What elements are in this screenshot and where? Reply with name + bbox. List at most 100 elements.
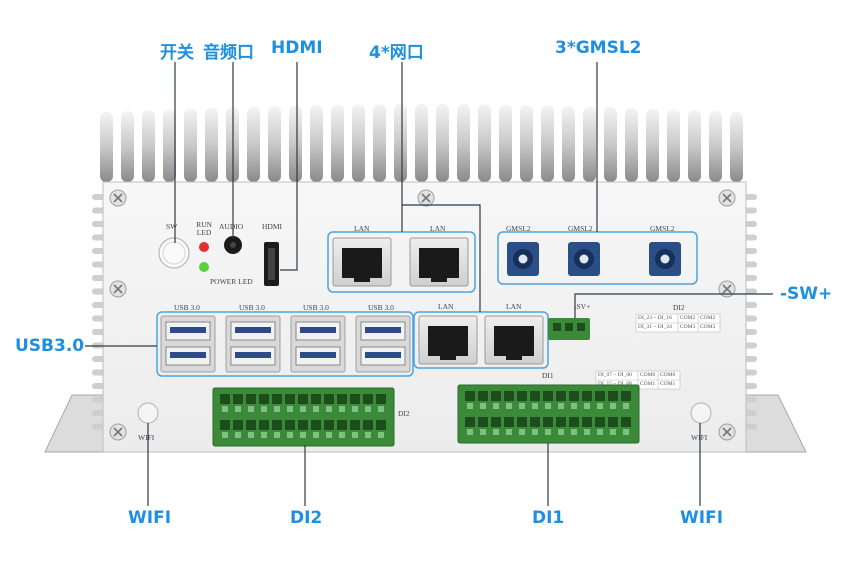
terminal-slot [532, 403, 538, 409]
terminal-screw [376, 394, 386, 404]
heatsink-fin [730, 112, 743, 182]
callout-switch: 开关 [160, 43, 194, 63]
screw-slot [421, 193, 431, 203]
usb-tongue [235, 327, 271, 333]
heatsink-fin [604, 107, 617, 182]
terminal-screw [259, 394, 269, 404]
terminal-screw [220, 420, 230, 430]
terminal-screw [246, 394, 256, 404]
terminal-slot [545, 403, 551, 409]
terminal-screw [363, 420, 373, 430]
label-run-led: RUN LED [196, 220, 212, 237]
terminal-screw [621, 417, 631, 427]
heatsink-fin [121, 111, 134, 182]
rj45-socket [494, 326, 534, 356]
screw-slot [113, 284, 123, 294]
sw-leader [574, 293, 773, 318]
terminal-screw [556, 391, 566, 401]
callout-di2: DI2 [290, 508, 323, 528]
heatsink-fin [583, 106, 596, 182]
terminal-screw [220, 394, 230, 404]
terminal-slot [261, 432, 267, 438]
terminal-screw [556, 417, 566, 427]
heatsink-fin [646, 108, 659, 182]
di1-terminal-block[interactable] [457, 384, 640, 444]
terminal-slot [597, 429, 603, 435]
terminal-screw [298, 394, 308, 404]
usb-ports [160, 315, 411, 373]
terminal-slot [623, 403, 629, 409]
terminal-screw [272, 420, 282, 430]
terminal-screw [569, 391, 579, 401]
label-di2-terminal: DI2 [398, 409, 410, 418]
heatsink-fin [100, 112, 113, 182]
di1-table-r2-c1: DI_15 ~ DI_08 [598, 381, 632, 387]
label-lan-1: LAN [354, 224, 370, 233]
rj45-socket [428, 326, 468, 356]
label-di1-panel: DI1 [542, 371, 554, 380]
terminal-slot [274, 432, 280, 438]
terminal-slot [339, 406, 345, 412]
hdmi-port-inner [268, 248, 275, 280]
sv-pin [577, 323, 585, 331]
rj45-latch [354, 276, 370, 282]
terminal-slot [378, 432, 384, 438]
terminal-screw [311, 394, 321, 404]
heatsink-fin [457, 104, 470, 182]
hdmi-leader [280, 62, 298, 271]
heatsink-fin [499, 104, 512, 182]
terminal-slot [222, 432, 228, 438]
di2-table-r2-c3: COM3 [700, 324, 716, 330]
di1-table-r2-c2: COM1 [640, 381, 656, 387]
terminal-screw [337, 394, 347, 404]
callout-leader-lines [85, 62, 773, 506]
gmsl-pin [579, 254, 589, 264]
terminal-slot [235, 432, 241, 438]
terminal-screw [504, 391, 514, 401]
terminal-slot [287, 432, 293, 438]
audio-jack-hole [230, 242, 236, 248]
terminal-slot [558, 403, 564, 409]
terminal-screw [478, 391, 488, 401]
di2-table-r2-c1: DI_31 ~ DI_24 [638, 324, 672, 330]
terminal-slot [313, 406, 319, 412]
wifi-antenna-mount-right[interactable] [690, 402, 712, 424]
gmsl-ports [507, 242, 681, 276]
terminal-slot [248, 406, 254, 412]
terminal-screw [350, 420, 360, 430]
heatsink-fins [100, 104, 743, 182]
terminal-screw [595, 417, 605, 427]
rj45-latch [431, 276, 447, 282]
di2-pin-table [635, 313, 721, 333]
rj45-socket [419, 248, 459, 278]
terminal-screw [608, 391, 618, 401]
terminal-screw [504, 417, 514, 427]
wifi-antenna-mount-left[interactable] [137, 402, 159, 424]
di2-table-r2-c2: COM3 [680, 324, 696, 330]
heatsink-fin [667, 109, 680, 182]
terminal-slot [545, 429, 551, 435]
terminal-slot [326, 406, 332, 412]
terminal-screw [621, 391, 631, 401]
run-led-indicator [199, 242, 209, 252]
terminal-screw [324, 394, 334, 404]
terminal-slot [597, 403, 603, 409]
heatsink-fin [541, 105, 554, 182]
heatsink-fin [289, 105, 302, 182]
label-gmsl-3: GMSL2 [650, 224, 675, 233]
gmsl-pin [660, 254, 670, 264]
terminal-slot [352, 432, 358, 438]
di2-terminal-block[interactable] [212, 387, 395, 447]
heatsink-fin [331, 104, 344, 182]
label-gmsl-2: GMSL2 [568, 224, 593, 233]
terminal-slot [300, 432, 306, 438]
heatsink-fin [520, 105, 533, 182]
lan-leader-branch [402, 204, 481, 312]
rj45-socket [342, 248, 382, 278]
terminal-slot [467, 403, 473, 409]
terminal-slot [339, 432, 345, 438]
terminal-block-body [212, 387, 395, 447]
terminal-screw [491, 391, 501, 401]
rj45-latch [440, 354, 456, 360]
di2-table-r1-c3: COM2 [700, 315, 716, 321]
